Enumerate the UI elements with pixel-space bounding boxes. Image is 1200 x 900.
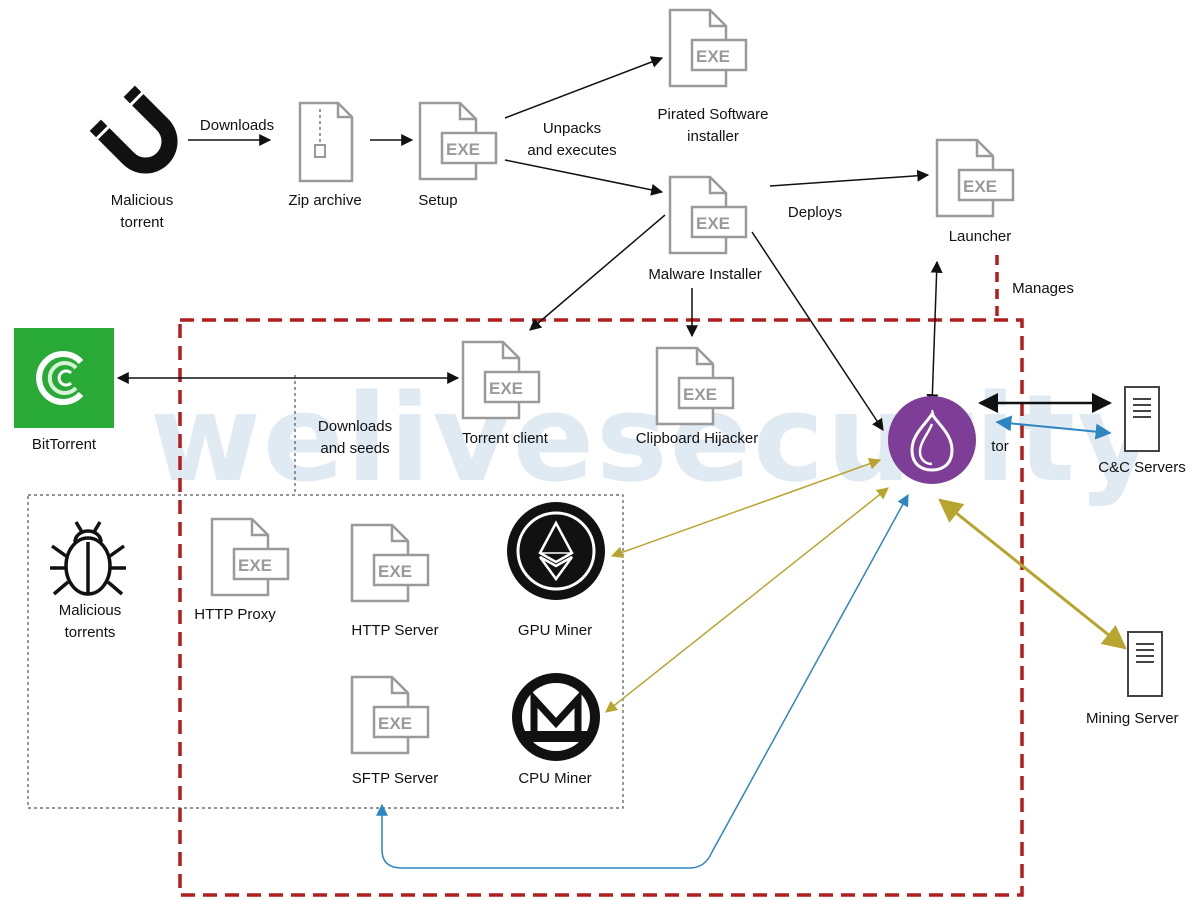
svg-text:EXE: EXE xyxy=(378,714,412,733)
svg-text:EXE: EXE xyxy=(683,385,717,404)
sftp-server-label: SFTP Server xyxy=(351,770,439,787)
arrow-launcher-tor xyxy=(926,260,943,407)
sftp-server-exe-icon: EXE xyxy=(350,675,430,755)
manages-edge-label: Manages xyxy=(1012,280,1074,297)
malware-components-boundary xyxy=(178,318,1024,897)
downloads-edge-label: Downloads xyxy=(199,117,275,134)
link-tor-cc-blue xyxy=(995,415,1112,440)
bittorrent-logo-icon xyxy=(14,328,114,428)
svg-text:EXE: EXE xyxy=(446,140,480,159)
zip-archive-label: Zip archive xyxy=(288,192,362,209)
mining-server-icon xyxy=(1127,631,1163,697)
arrow-setup-to-installer xyxy=(504,159,664,196)
clipboard-hijacker-exe-icon: EXE xyxy=(655,346,735,426)
monero-icon xyxy=(512,673,600,761)
pirated-installer-exe-icon: EXE xyxy=(668,8,748,88)
deploys-edge-label: Deploys xyxy=(787,204,843,221)
clipboard-hijacker-label: Clipboard Hijacker xyxy=(635,430,759,447)
svg-text:EXE: EXE xyxy=(963,177,997,196)
svg-text:EXE: EXE xyxy=(238,556,272,575)
link-tor-sftp-blue xyxy=(376,493,909,869)
malware-installer-exe-icon: EXE xyxy=(668,175,748,255)
svg-text:EXE: EXE xyxy=(696,47,730,66)
http-server-exe-icon: EXE xyxy=(350,523,430,603)
zip-file-icon xyxy=(298,101,354,183)
svg-text:EXE: EXE xyxy=(696,214,730,233)
gpu-miner-label: GPU Miner xyxy=(517,622,593,639)
launcher-label: Launcher xyxy=(948,228,1012,245)
setup-label: Setup xyxy=(418,192,458,209)
arrow-installer-to-tor xyxy=(751,231,884,432)
bug-icon xyxy=(50,521,126,596)
http-proxy-exe-icon: EXE xyxy=(210,517,290,597)
cc-servers-label: C&C Servers xyxy=(1098,459,1186,476)
svg-text:EXE: EXE xyxy=(489,379,523,398)
tor-label: tor xyxy=(991,438,1009,455)
malware-installer-label: Malware Installer xyxy=(648,266,762,283)
ethereum-icon xyxy=(507,502,605,600)
link-tor-gpu xyxy=(610,457,882,559)
link-tor-cpu xyxy=(605,487,889,713)
svg-text:EXE: EXE xyxy=(378,562,412,581)
torrent-client-label: Torrent client xyxy=(462,430,548,447)
magnet-icon xyxy=(89,85,178,174)
launcher-exe-icon: EXE xyxy=(935,138,1015,218)
cc-servers-icon xyxy=(1124,386,1160,452)
http-proxy-label: HTTP Proxy xyxy=(194,606,276,623)
cpu-miner-label: CPU Miner xyxy=(518,770,592,787)
bittorrent-label: BitTorrent xyxy=(31,436,97,453)
arrow-installer-to-launcher xyxy=(769,169,930,187)
http-server-label: HTTP Server xyxy=(351,622,439,639)
link-tor-mining xyxy=(938,498,1127,650)
arrow-installer-to-torrent-client xyxy=(529,214,666,331)
arrow-setup-to-pirated xyxy=(504,56,664,119)
tor-onion-icon xyxy=(888,396,976,484)
setup-exe-icon: EXE xyxy=(418,101,498,181)
torrent-client-exe-icon: EXE xyxy=(461,340,541,420)
mining-server-label: Mining Server xyxy=(1086,710,1179,727)
